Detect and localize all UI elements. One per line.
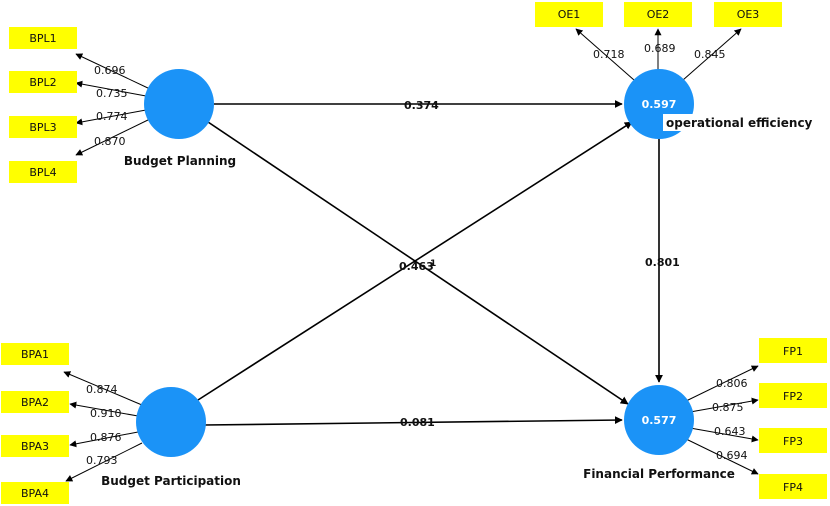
indicator-label-bpl1: BPL1 bbox=[29, 32, 56, 45]
loading-value-fp4: 0.694 bbox=[716, 449, 748, 462]
indicator-box-bpl2[interactable] bbox=[9, 71, 77, 93]
r2-operational-efficiency: 0.597 bbox=[642, 98, 677, 111]
path-coef-oe-fp: 0.801 bbox=[645, 256, 680, 269]
construct-budget-planning[interactable] bbox=[144, 69, 214, 139]
loading-arrow-bpa1 bbox=[63, 371, 143, 406]
path-arrow-bpl-fp bbox=[207, 121, 629, 405]
indicator-label-bpa3: BPA3 bbox=[21, 440, 49, 453]
loading-arrow-oe3 bbox=[682, 28, 742, 81]
bpa-indicators: BPA1 BPA2 BPA3 BPA4 0.874 0.910 0.876 0.… bbox=[1, 343, 143, 504]
indicator-label-oe3: OE3 bbox=[737, 8, 760, 21]
loading-value-bpa1: 0.874 bbox=[86, 383, 118, 396]
loading-value-fp1: 0.806 bbox=[716, 377, 748, 390]
path-coef-bpl-oe: 0.374 bbox=[404, 99, 439, 112]
indicator-label-bpa1: BPA1 bbox=[21, 348, 49, 361]
construct-budget-participation[interactable] bbox=[136, 387, 206, 457]
indicator-label-bpa2: BPA2 bbox=[21, 396, 49, 409]
indicator-box-fp2[interactable] bbox=[759, 383, 827, 408]
loading-value-oe2: 0.689 bbox=[644, 42, 676, 55]
path-arrow-bpa-fp bbox=[203, 416, 623, 426]
loading-value-bpa3: 0.876 bbox=[90, 431, 122, 444]
construct-label-budget-participation: Budget Participation bbox=[101, 474, 241, 488]
indicator-box-fp4[interactable] bbox=[759, 474, 827, 499]
loading-arrow-fp1 bbox=[683, 365, 759, 403]
loading-arrow-fp2 bbox=[689, 397, 759, 413]
loading-value-oe3: 0.845 bbox=[694, 48, 726, 61]
indicator-box-oe3[interactable] bbox=[714, 2, 782, 27]
bpl-indicators: BPL1 BPL2 BPL3 BPL4 0.696 0.735 0.774 0.… bbox=[9, 27, 151, 183]
fp-indicators: FP1 FP2 FP3 FP4 0.806 0.875 0.643 0.694 bbox=[683, 338, 827, 499]
indicator-label-oe2: OE2 bbox=[647, 8, 670, 21]
loading-arrow-bpl4 bbox=[75, 118, 151, 156]
loading-arrow-bpl3 bbox=[75, 109, 147, 126]
indicator-label-bpl2: BPL2 bbox=[29, 76, 56, 89]
path-coef-bpl-fp: 0.463 bbox=[399, 260, 434, 273]
loading-arrow-bpa4 bbox=[65, 442, 143, 482]
indicator-box-fp3[interactable] bbox=[759, 428, 827, 453]
indicator-label-fp4: FP4 bbox=[783, 481, 803, 494]
indicator-label-oe1: OE1 bbox=[558, 8, 581, 21]
loading-value-bpl4: 0.870 bbox=[94, 135, 126, 148]
construct-financial-performance[interactable] bbox=[624, 385, 694, 455]
oe-indicators: OE1 OE2 OE3 0.718 0.689 0.845 bbox=[535, 2, 782, 81]
indicator-label-fp2: FP2 bbox=[783, 390, 803, 403]
loading-arrow-oe1 bbox=[575, 28, 635, 81]
indicator-box-bpa2[interactable] bbox=[1, 391, 69, 413]
indicator-box-bpl4[interactable] bbox=[9, 161, 77, 183]
construct-label-bg-operational-efficiency bbox=[663, 114, 803, 131]
loading-arrow-bpl2 bbox=[75, 80, 147, 97]
indicator-box-oe1[interactable] bbox=[535, 2, 603, 27]
indicator-box-bpa3[interactable] bbox=[1, 435, 69, 457]
construct-label-financial-performance: Financial Performance bbox=[583, 467, 735, 481]
indicator-label-fp1: FP1 bbox=[783, 345, 803, 358]
indicator-box-bpl3[interactable] bbox=[9, 116, 77, 138]
indicator-box-oe2[interactable] bbox=[624, 2, 692, 27]
path-arrow-bpa-oe bbox=[197, 121, 633, 401]
indicator-label-bpl3: BPL3 bbox=[29, 121, 56, 134]
indicator-box-bpa4[interactable] bbox=[1, 482, 69, 504]
construct-label-operational-efficiency: operational efficiency bbox=[666, 116, 813, 130]
loading-value-fp2: 0.875 bbox=[712, 401, 744, 414]
indicator-label-fp3: FP3 bbox=[783, 435, 803, 448]
indicator-label-bpa4: BPA4 bbox=[21, 487, 49, 500]
loading-value-bpl2: 0.735 bbox=[96, 87, 128, 100]
loading-value-bpl1: 0.696 bbox=[94, 64, 126, 77]
path-coef-bpa-oe: 1 bbox=[430, 259, 436, 269]
loading-value-bpa2: 0.910 bbox=[90, 407, 122, 420]
indicator-box-bpa1[interactable] bbox=[1, 343, 69, 365]
loading-arrow-bpa3 bbox=[69, 431, 139, 448]
loading-arrow-bpa2 bbox=[69, 401, 139, 417]
indicator-box-bpl1[interactable] bbox=[9, 27, 77, 49]
indicator-box-fp1[interactable] bbox=[759, 338, 827, 363]
loading-value-fp3: 0.643 bbox=[714, 425, 746, 438]
indicator-label-bpl4: BPL4 bbox=[29, 166, 56, 179]
loading-arrow-fp4 bbox=[683, 437, 759, 475]
path-coef-bpa-fp: 0.081 bbox=[400, 416, 435, 429]
loading-value-oe1: 0.718 bbox=[593, 48, 625, 61]
r2-financial-performance: 0.577 bbox=[642, 414, 677, 427]
loading-arrow-bpl1 bbox=[75, 53, 151, 90]
loading-value-bpl3: 0.774 bbox=[96, 110, 128, 123]
construct-label-budget-planning: Budget Planning bbox=[124, 154, 236, 168]
loading-arrow-fp3 bbox=[689, 427, 759, 443]
loading-value-bpa4: 0.793 bbox=[86, 454, 118, 467]
